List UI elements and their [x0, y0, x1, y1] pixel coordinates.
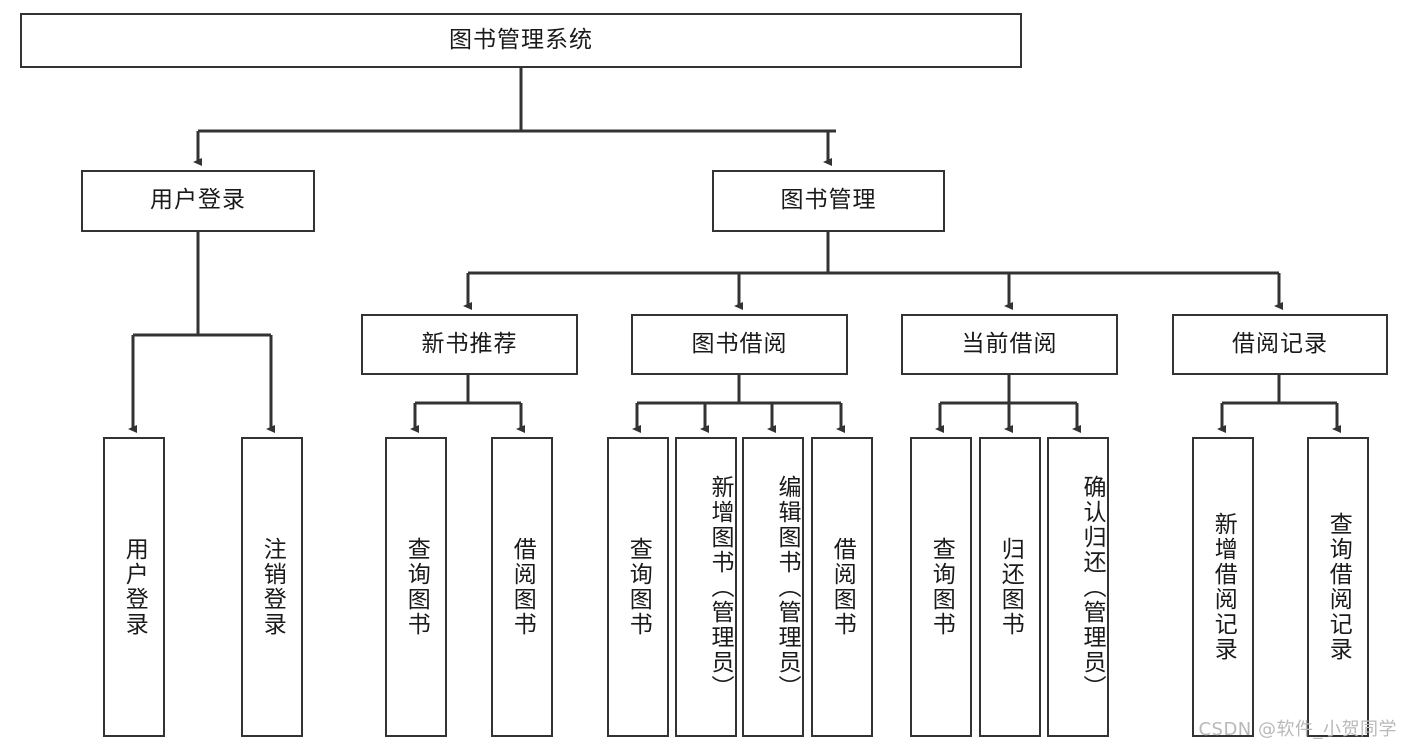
node-label: 用户登录	[121, 537, 148, 637]
node-label: 借阅图书	[509, 537, 536, 637]
node-borrow-record[interactable]: 借阅记录	[1172, 314, 1388, 375]
leaf-book-borrow-borrow[interactable]: 借阅图书	[811, 437, 873, 737]
leaf-new-book-query[interactable]: 查询图书	[385, 437, 447, 737]
watermark: CSDN @软件_小贺同学	[1198, 719, 1397, 740]
node-label: 新书推荐	[421, 330, 518, 357]
leaf-current-borrow-query[interactable]: 查询图书	[910, 437, 972, 737]
node-label: 注销登录	[259, 537, 286, 637]
node-label: 确认归还（管理员）	[1079, 474, 1105, 700]
node-new-book-recommend[interactable]: 新书推荐	[361, 314, 578, 375]
leaf-user-login-logout[interactable]: 注销登录	[241, 437, 303, 737]
node-label: 编辑图书（管理员）	[774, 474, 800, 700]
node-label: 图书管理系统	[449, 26, 593, 53]
node-label: 新增借阅记录	[1210, 512, 1237, 662]
leaf-borrow-record-add[interactable]: 新增借阅记录	[1192, 437, 1254, 737]
leaf-borrow-record-query[interactable]: 查询借阅记录	[1307, 437, 1369, 737]
leaf-book-borrow-add[interactable]: 新增图书（管理员）	[675, 437, 737, 737]
node-label: 借阅图书	[829, 537, 856, 637]
node-label: 图书管理	[780, 187, 877, 214]
leaf-book-borrow-query[interactable]: 查询图书	[607, 437, 669, 737]
node-current-borrow[interactable]: 当前借阅	[901, 314, 1118, 375]
node-root-system[interactable]: 图书管理系统	[20, 13, 1022, 68]
leaf-current-borrow-confirm[interactable]: 确认归还（管理员）	[1047, 437, 1109, 737]
node-book-management[interactable]: 图书管理	[712, 170, 945, 232]
node-label: 新增图书（管理员）	[707, 474, 733, 700]
node-label: 当前借阅	[961, 330, 1058, 357]
node-book-borrow[interactable]: 图书借阅	[631, 314, 848, 375]
node-label: 图书借阅	[691, 330, 788, 357]
node-label: 查询图书	[403, 537, 430, 637]
node-user-login[interactable]: 用户登录	[81, 170, 315, 232]
leaf-book-borrow-edit[interactable]: 编辑图书（管理员）	[742, 437, 804, 737]
node-label: 归还图书	[997, 537, 1024, 637]
leaf-user-login-login[interactable]: 用户登录	[103, 437, 165, 737]
node-label: 查询图书	[625, 537, 652, 637]
leaf-new-book-borrow[interactable]: 借阅图书	[491, 437, 553, 737]
node-label: 查询图书	[928, 537, 955, 637]
node-label: 用户登录	[150, 187, 246, 214]
node-label: 借阅记录	[1232, 330, 1328, 357]
leaf-current-borrow-return[interactable]: 归还图书	[979, 437, 1041, 737]
node-label: 查询借阅记录	[1325, 512, 1352, 662]
